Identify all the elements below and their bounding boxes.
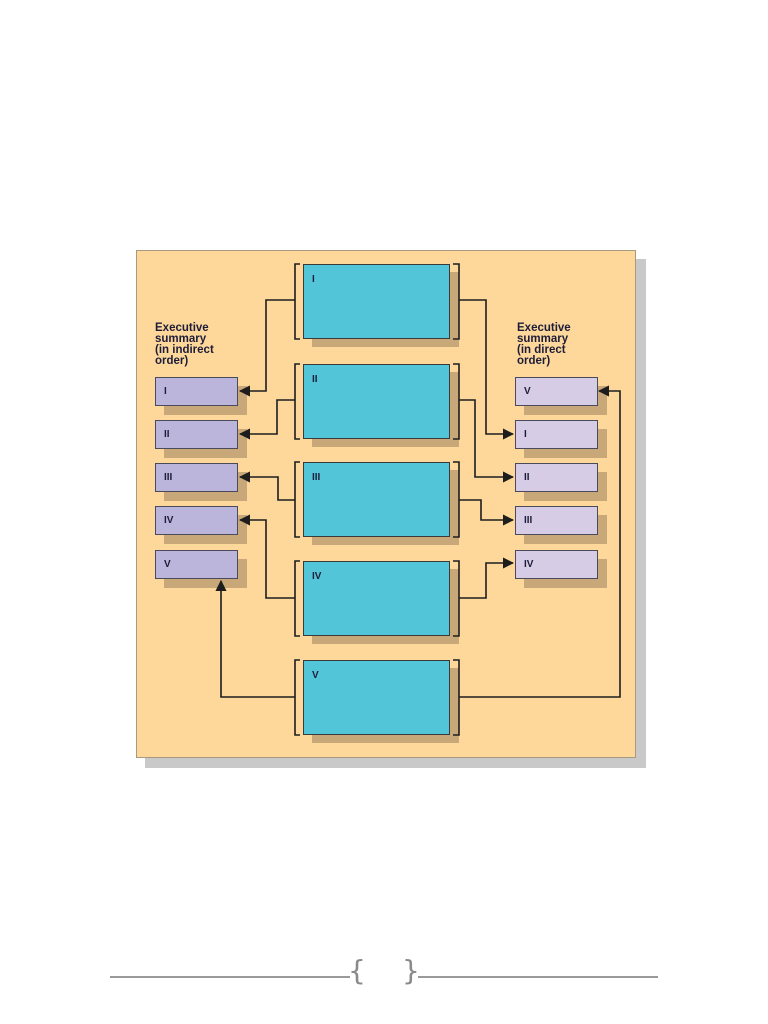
footer-brace-right: } [402, 954, 420, 987]
left-summary-1-label: I [164, 386, 167, 397]
left-summary-2-label: II [164, 429, 170, 440]
section-5-bracket-left [294, 659, 300, 736]
section-4-box: IV [303, 561, 450, 636]
right-summary-2-label: I [524, 429, 527, 440]
section-1-label: I [312, 274, 315, 285]
section-4-bracket-right [453, 560, 460, 637]
connector-sec5-to-left5 [215, 579, 295, 698]
connector-sec3-to-right4 [459, 499, 515, 526]
left-summary-2-box: II [155, 420, 238, 449]
connector-sec4-to-right5 [459, 557, 515, 599]
footer-brace-left: { [348, 954, 366, 987]
section-3-label: III [312, 472, 321, 483]
section-3-bracket-left [294, 461, 300, 538]
section-3-box: III [303, 462, 450, 537]
section-1-bracket-right [453, 263, 460, 340]
right-summary-2-box: I [515, 420, 598, 449]
right-summary-5-box: IV [515, 550, 598, 579]
left-summary-heading: Executive summary (in indirect order) [155, 322, 214, 367]
right-summary-3-label: II [524, 472, 530, 483]
left-summary-5-label: V [164, 559, 171, 570]
left-summary-3-label: III [164, 472, 173, 483]
section-4-label: IV [312, 571, 322, 582]
right-summary-heading: Executive summary (in direct order) [517, 322, 571, 367]
section-2-box: II [303, 364, 450, 439]
section-2-label: II [312, 374, 318, 385]
footer-rule-left [110, 976, 350, 978]
left-summary-1-box: I [155, 377, 238, 406]
connector-sec5-to-right1 [459, 385, 621, 698]
right-summary-1-box: V [515, 377, 598, 406]
connector-sec2-to-left2 [238, 399, 295, 440]
section-5-label: V [312, 670, 319, 681]
section-5-box: V [303, 660, 450, 735]
section-3-bracket-right [453, 461, 460, 538]
footer-rule-right [418, 976, 658, 978]
connector-sec1-to-right2 [459, 299, 515, 440]
section-5-bracket-right [453, 659, 460, 736]
right-summary-3-box: II [515, 463, 598, 492]
right-summary-1-label: V [524, 386, 531, 397]
right-summary-4-box: III [515, 506, 598, 535]
section-2-bracket-right [453, 363, 460, 440]
right-summary-5-label: IV [524, 559, 534, 570]
left-summary-4-label: IV [164, 515, 174, 526]
left-summary-4-box: IV [155, 506, 238, 535]
section-2-bracket-left [294, 363, 300, 440]
section-1-box: I [303, 264, 450, 339]
section-1-bracket-left [294, 263, 300, 340]
connector-sec1-to-left1 [238, 299, 295, 397]
section-4-bracket-left [294, 560, 300, 637]
connector-sec4-to-left4 [238, 514, 295, 599]
right-summary-4-label: III [524, 515, 533, 526]
connector-sec3-to-left3 [238, 471, 295, 501]
section-brackets [294, 263, 460, 736]
connector-sec2-to-right3 [459, 399, 515, 483]
connectors [215, 299, 621, 698]
left-summary-5-box: V [155, 550, 238, 579]
left-summary-3-box: III [155, 463, 238, 492]
